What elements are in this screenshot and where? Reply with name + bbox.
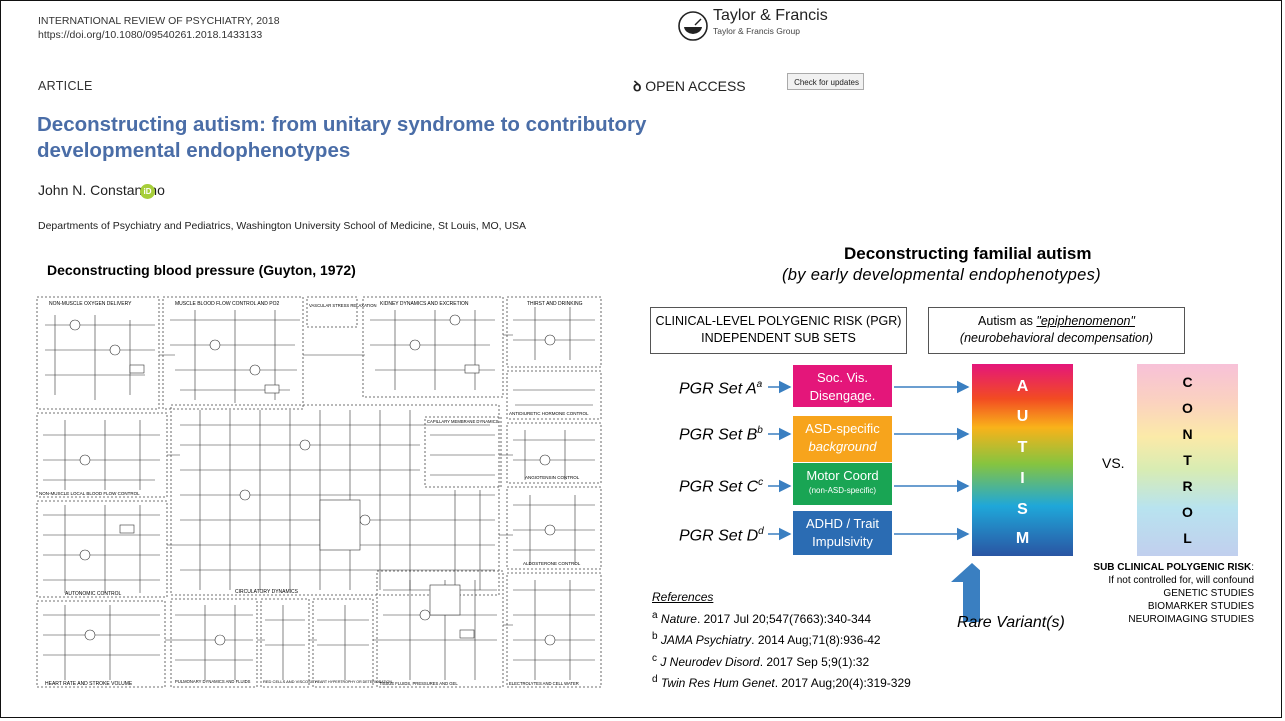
- label-antidiuretic: ANTIDIURETIC HORMONE CONTROL: [509, 411, 589, 416]
- blood-pressure-title: Deconstructing blood pressure (Guyton, 1…: [47, 262, 356, 278]
- control-letter: N: [1137, 426, 1238, 442]
- open-lock-icon: ꝺ: [633, 78, 641, 94]
- rare-variant-label: Rare Variant(s): [957, 614, 1065, 632]
- subclinical-line: If not controlled for, will confound: [1030, 574, 1254, 587]
- subclinical-colon: :: [1251, 562, 1254, 573]
- check-updates-button[interactable]: Check for updates: [787, 73, 864, 90]
- publisher-logo-icon: [677, 10, 709, 42]
- subclinical-line: BIOMARKER STUDIES: [1030, 600, 1254, 613]
- control-letter: O: [1137, 504, 1238, 520]
- pgr-arrows: [768, 387, 968, 534]
- guyton-circulation-diagram: NON-MUSCLE OXYGEN DELIVERY MUSCLE BLOOD …: [35, 295, 603, 690]
- label-muscle-blood: MUSCLE BLOOD FLOW CONTROL AND PO2: [175, 301, 279, 307]
- label-angiotensin: ANGIOTENSIN CONTROL: [525, 475, 580, 480]
- reference-item: c J Neurodev Disord. 2017 Sep 5;9(1):32: [652, 650, 911, 672]
- label-vascular: VASCULAR STRESS RELAXATION: [309, 303, 377, 308]
- autism-letter: S: [972, 501, 1073, 519]
- reference-item: b JAMA Psychiatry. 2014 Aug;71(8):936-42: [652, 628, 911, 650]
- open-access-label: OPEN ACCESS: [645, 78, 745, 94]
- label-tissue: TISSUE FLUIDS, PRESSURES AND GEL: [379, 681, 458, 686]
- label-non-muscle-local: NON-MUSCLE LOCAL BLOOD FLOW CONTROL: [39, 491, 140, 496]
- autism-letter: U: [972, 408, 1073, 426]
- label-circulatory: CIRCULATORY DYNAMICS: [235, 589, 299, 595]
- control-letter: C: [1137, 374, 1238, 390]
- vs-label: VS.: [1102, 455, 1125, 471]
- control-letter: R: [1137, 478, 1238, 494]
- label-electrolytes: ELECTROLYTES AND CELL WATER: [509, 681, 579, 686]
- clinical-pgr-line2: INDEPENDENT SUB SETS: [651, 330, 906, 347]
- autism-letter: M: [972, 530, 1073, 548]
- autism-letter: I: [972, 470, 1073, 488]
- references-title: References: [652, 590, 713, 604]
- label-autonomic: AUTONOMIC CONTROL: [65, 591, 122, 597]
- reference-item: d Twin Res Hum Genet. 2017 Aug;20(4):319…: [652, 671, 911, 693]
- label-aldosterone: ALDOSTERONE CONTROL: [523, 561, 581, 566]
- autism-letter: T: [972, 439, 1073, 457]
- publisher-group: Taylor & Francis Group: [713, 26, 800, 36]
- subclinical-title: SUB CLINICAL POLYGENIC RISK: [1093, 562, 1251, 573]
- orcid-icon[interactable]: iD: [140, 184, 155, 199]
- autism-column: A U T I S M: [972, 364, 1073, 556]
- paper-title-line1: Deconstructing autism: from unitary synd…: [37, 112, 737, 138]
- label-heart-rate: HEART RATE AND STROKE VOLUME: [45, 681, 133, 687]
- epiphenomenon-box: Autism as "epiphenomenon" (neurobehavior…: [928, 307, 1185, 354]
- autism-letter: A: [972, 378, 1073, 396]
- label-red-cells: RED CELLS AND VISCOSITY: [263, 679, 317, 684]
- label-thirst: THIRST AND DRINKING: [527, 301, 583, 307]
- open-access-badge: ꝺ OPEN ACCESS: [633, 77, 746, 96]
- epiphenomenon-term: "epiphenomenon": [1036, 314, 1135, 328]
- affiliation: Departments of Psychiatry and Pediatrics…: [38, 220, 526, 232]
- clinical-pgr-box: CLINICAL-LEVEL POLYGENIC RISK (PGR) INDE…: [650, 307, 907, 354]
- publisher-name: Taylor & Francis: [713, 7, 828, 25]
- control-letter: T: [1137, 452, 1238, 468]
- control-letter: L: [1137, 530, 1238, 546]
- familial-autism-subtitle: (by early developmental endophenotypes): [782, 266, 1101, 285]
- label-pulmonary: PULMONARY DYNAMICS AND FLUIDS: [175, 679, 251, 684]
- references-list: References a Nature. 2017 Jul 20;547(766…: [652, 588, 911, 693]
- epiphenomenon-prefix: Autism as: [978, 314, 1036, 328]
- control-letter: O: [1137, 400, 1238, 416]
- label-capillary: CAPILLARY MEMBRANE DYNAMICS: [427, 419, 499, 424]
- doi-link[interactable]: https://doi.org/10.1080/09540261.2018.14…: [38, 28, 280, 42]
- epiphenomenon-line2: (neurobehavioral decompensation): [929, 330, 1184, 347]
- clinical-pgr-line1: CLINICAL-LEVEL POLYGENIC RISK (PGR): [651, 313, 906, 330]
- article-type: ARTICLE: [38, 79, 93, 93]
- journal-header: INTERNATIONAL REVIEW OF PSYCHIATRY, 2018…: [38, 14, 280, 42]
- paper-title: Deconstructing autism: from unitary synd…: [37, 112, 737, 164]
- paper-title-line2: developmental endophenotypes: [37, 138, 737, 164]
- subclinical-line: GENETIC STUDIES: [1030, 587, 1254, 600]
- reference-item: a Nature. 2017 Jul 20;547(7663):340-344: [652, 607, 911, 629]
- control-column: C O N T R O L: [1137, 364, 1238, 556]
- journal-name: INTERNATIONAL REVIEW OF PSYCHIATRY, 2018: [38, 14, 280, 28]
- label-non-muscle-o2: NON-MUSCLE OXYGEN DELIVERY: [49, 301, 132, 307]
- familial-autism-title: Deconstructing familial autism: [844, 244, 1092, 264]
- label-kidney: KIDNEY DYNAMICS AND EXCRETION: [380, 301, 469, 307]
